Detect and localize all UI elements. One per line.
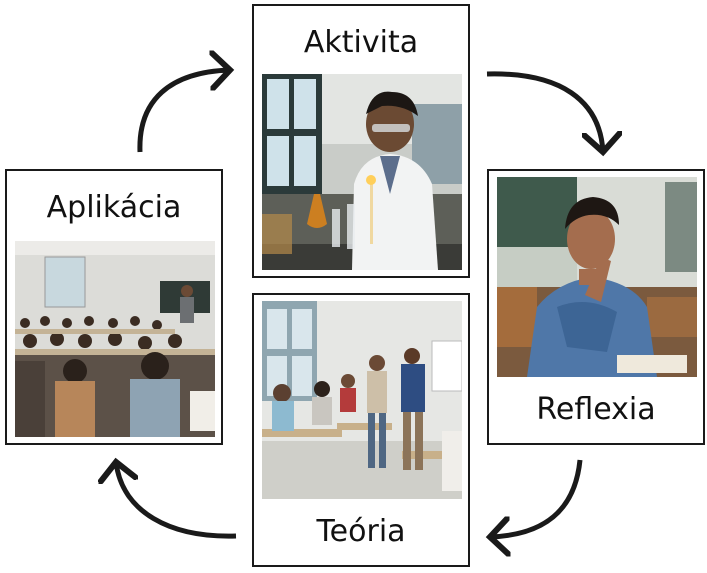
stage-card-reflexia: Reflexia xyxy=(487,169,705,445)
stage-label-reflexia: Reflexia xyxy=(536,392,656,427)
arrow-teoria-to-aplikacia xyxy=(116,462,237,539)
student-thinking-photo xyxy=(497,177,697,377)
stage-label-aktivita: Aktivita xyxy=(303,25,419,60)
arrow-aktivita-to-reflexia xyxy=(486,71,603,152)
stage-card-teoria: Teória xyxy=(252,293,470,567)
arrow-reflexia-to-teoria xyxy=(490,459,583,537)
stage-card-aktivita: Aktivita xyxy=(252,4,470,278)
arrow-aplikacia-to-aktivita xyxy=(137,70,230,153)
stage-label-teoria: Teória xyxy=(316,514,406,549)
stage-card-aplikacia: Aplikácia xyxy=(5,169,223,445)
student-laboratory-experiment-photo xyxy=(262,74,462,270)
classroom-discussion-photo xyxy=(262,301,462,499)
stage-label-aplikacia: Aplikácia xyxy=(46,190,182,225)
classroom-lecture-photo xyxy=(15,241,215,437)
